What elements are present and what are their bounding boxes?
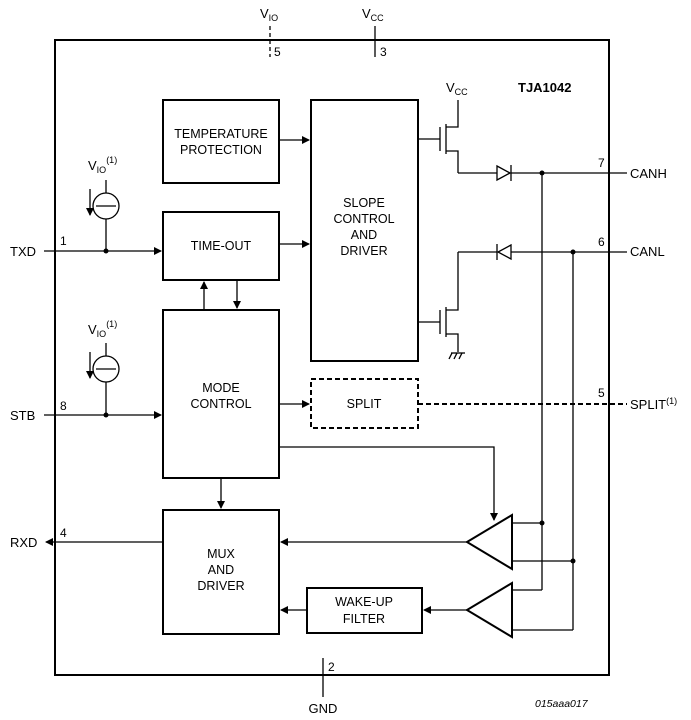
- time-out-block: TIME-OUT: [162, 211, 280, 281]
- svg-text:1: 1: [60, 234, 67, 248]
- svg-text:VCC: VCC: [446, 80, 468, 97]
- svg-text:TXD: TXD: [10, 244, 36, 259]
- canh-diode: [458, 164, 609, 182]
- svg-text:VIO(1): VIO(1): [88, 155, 117, 175]
- temperature-protection-block: TEMPERATURE PROTECTION: [162, 99, 280, 184]
- svg-text:MUX: MUX: [207, 547, 235, 561]
- split-block: SPLIT: [310, 378, 419, 429]
- pin-canl: 6 CANL: [598, 235, 665, 259]
- svg-text:8: 8: [60, 399, 67, 413]
- chip-name: TJA1042: [518, 80, 571, 95]
- svg-text:RXD: RXD: [10, 535, 37, 550]
- svg-text:3: 3: [380, 45, 387, 59]
- pin-gnd: 2 GND: [309, 658, 338, 716]
- svg-text:STB: STB: [10, 408, 35, 423]
- svg-text:MODE: MODE: [202, 381, 240, 395]
- svg-text:VIO: VIO: [260, 6, 278, 23]
- svg-text:2: 2: [328, 660, 335, 674]
- svg-text:FILTER: FILTER: [343, 612, 385, 626]
- chip-outline: [54, 39, 610, 676]
- svg-text:AND: AND: [351, 228, 377, 242]
- svg-text:7: 7: [598, 156, 605, 170]
- svg-text:CONTROL: CONTROL: [333, 212, 394, 226]
- pin-stb: STB 8: [10, 399, 162, 423]
- svg-text:VCC: VCC: [362, 6, 384, 23]
- svg-text:DRIVER: DRIVER: [197, 579, 244, 593]
- low-side-transistor: [418, 252, 459, 352]
- current-source-vio-1: VIO(1): [86, 155, 120, 251]
- svg-text:TIME-OUT: TIME-OUT: [191, 239, 252, 253]
- svg-text:6: 6: [598, 235, 605, 249]
- svg-text:CANL: CANL: [630, 244, 665, 259]
- canl-diode: [458, 243, 609, 261]
- svg-text:GND: GND: [309, 701, 338, 716]
- svg-text:5: 5: [274, 45, 281, 59]
- mode-to-receiver-enable: [279, 446, 498, 521]
- ground-symbol: [448, 352, 465, 360]
- mux-driver-block: MUX AND DRIVER: [162, 509, 280, 635]
- pin-vcc-top: VCC 3: [362, 6, 387, 59]
- svg-text:SPLIT: SPLIT: [347, 397, 382, 411]
- svg-text:SLOPE: SLOPE: [343, 196, 385, 210]
- vcc-driver-label: VCC: [446, 80, 468, 97]
- svg-text:VIO(1): VIO(1): [88, 319, 117, 339]
- svg-text:TEMPERATURE: TEMPERATURE: [174, 127, 268, 141]
- pin-split: 5 SPLIT(1): [418, 386, 677, 412]
- svg-text:4: 4: [60, 526, 67, 540]
- mode-control-block: MODE CONTROL: [162, 309, 280, 479]
- pin-rxd: RXD 4: [10, 526, 163, 550]
- slope-control-driver-block: SLOPE CONTROL AND DRIVER: [310, 99, 419, 362]
- pin-txd: TXD 1: [10, 234, 162, 259]
- svg-text:AND: AND: [208, 563, 234, 577]
- svg-text:CONTROL: CONTROL: [190, 397, 251, 411]
- svg-text:WAKE-UP: WAKE-UP: [335, 595, 393, 609]
- current-source-vio-2: VIO(1): [86, 319, 120, 415]
- receiver-comparator: [280, 513, 576, 571]
- wake-up-comparator: [280, 581, 573, 639]
- svg-text:PROTECTION: PROTECTION: [180, 143, 262, 157]
- high-side-transistor: [418, 100, 459, 173]
- svg-text:SPLIT(1): SPLIT(1): [630, 396, 677, 412]
- pin-vio-top: VIO 5: [260, 6, 281, 59]
- pin-canh: 7 CANH: [598, 156, 667, 181]
- reference-code: 015aaa017: [535, 698, 589, 710]
- svg-text:CANH: CANH: [630, 166, 667, 181]
- svg-text:DRIVER: DRIVER: [340, 244, 387, 258]
- svg-text:5: 5: [598, 386, 605, 400]
- wake-up-filter-block: WAKE-UP FILTER: [306, 587, 423, 634]
